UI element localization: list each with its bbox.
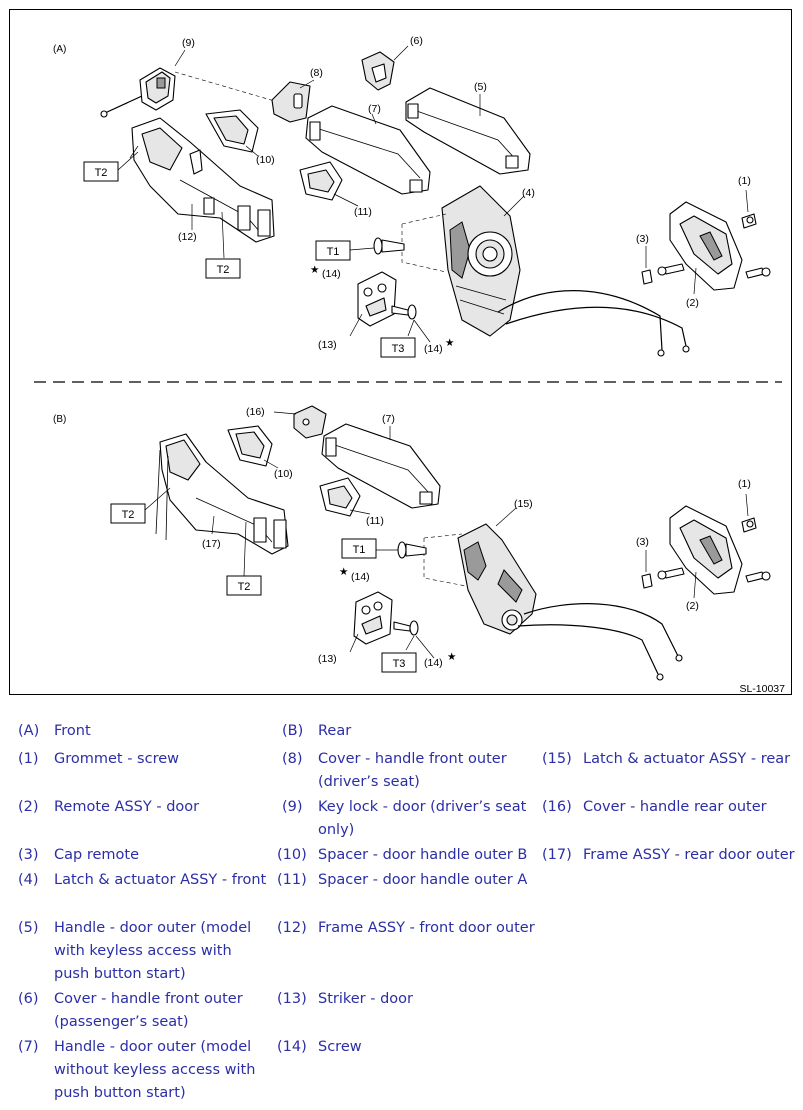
striker-door-b-part	[353, 591, 393, 645]
callout-7-a: (7)	[368, 103, 381, 115]
callout-12: (12)	[178, 231, 197, 243]
torque-label-t1-a: T1	[327, 246, 340, 258]
callout-7-b: (7)	[382, 413, 395, 425]
callout-16: (16)	[246, 406, 265, 418]
callout-15: (15)	[514, 498, 533, 510]
cap-remote-a-part	[641, 269, 653, 285]
star-mark-a2: ★	[445, 337, 455, 349]
callout-6: (6)	[410, 35, 423, 47]
cap-remote-b-part	[641, 573, 653, 589]
handle-door-outer-no-keyless-a-part	[305, 105, 431, 195]
remote-assy-door-b-part	[669, 505, 743, 595]
handle-door-outer-keyless-part	[405, 87, 531, 175]
callout-14-a1: (14)	[322, 268, 341, 280]
cover-handle-front-passenger-part	[361, 51, 395, 91]
torque-badge-t2-b1	[110, 503, 146, 524]
grommet-screw-a-part	[741, 213, 757, 229]
callout-3-b: (3)	[636, 536, 649, 548]
torque-label-t2-a2: T2	[217, 264, 230, 276]
torque-badge-t2-a2	[205, 258, 241, 279]
torque-badge-t3-a	[380, 337, 416, 358]
cover-handle-front-driver-part	[271, 81, 311, 123]
callout-13-b: (13)	[318, 653, 337, 665]
section-b-tag: (B)	[53, 414, 66, 425]
screw-remote-b-part	[657, 567, 771, 583]
torque-label-t3-b: T3	[393, 658, 406, 670]
screw-t3-a-part	[391, 304, 417, 320]
key-lock-part	[100, 67, 176, 118]
callout-8: (8)	[310, 67, 323, 79]
figure-code: SL-10037	[739, 683, 785, 694]
torque-label-t2-a1: T2	[95, 167, 108, 179]
torque-label-t1-b: T1	[353, 544, 366, 556]
screw-t3-b-part	[393, 620, 419, 636]
torque-label-t2-b1: T2	[122, 509, 135, 521]
screw-t1-b-part	[397, 541, 427, 559]
remote-assy-door-a-part	[669, 201, 743, 291]
torque-badge-t1-a	[315, 240, 351, 261]
callout-3-a: (3)	[636, 233, 649, 245]
callout-17: (17)	[202, 538, 221, 550]
spacer-door-handle-a-rear-part	[319, 477, 361, 517]
callout-1-b: (1)	[738, 478, 751, 490]
torque-badge-t2-a1	[83, 161, 119, 182]
exploded-parts-diagram: (A) (9) (8) (6) (10) (7)	[9, 9, 792, 695]
screw-t1-a-part	[373, 237, 405, 255]
callout-11-b: (11)	[366, 515, 384, 527]
star-mark-b2: ★	[447, 651, 457, 663]
screw-remote-a-part	[657, 263, 771, 279]
callout-1-a: (1)	[738, 175, 751, 187]
spacer-door-handle-b-rear-part	[227, 425, 273, 467]
grommet-screw-b-part	[741, 517, 757, 533]
callout-10: (10)	[256, 154, 275, 166]
section-a-tag: (A)	[53, 44, 66, 55]
torque-badge-t2-b2	[226, 575, 262, 596]
spacer-door-handle-a-part	[299, 161, 343, 201]
spacer-door-handle-b-part	[205, 109, 259, 153]
diagram-canvas: (A) (9) (8) (6) (10) (7)	[34, 35, 785, 694]
callout-9: (9)	[182, 37, 195, 49]
callout-14-b2: (14)	[424, 657, 443, 669]
callout-2-b: (2)	[686, 600, 699, 612]
frame-assy-front-door-outer-part	[131, 117, 275, 243]
cover-handle-rear-outer-part	[293, 405, 327, 439]
latch-actuator-rear-part	[457, 523, 537, 635]
callout-11-a: (11)	[354, 206, 372, 218]
callout-2-a: (2)	[686, 297, 699, 309]
handle-door-outer-no-keyless-b-part	[321, 423, 441, 509]
striker-door-a-part	[357, 271, 397, 327]
star-mark-b1: ★	[339, 566, 349, 578]
callout-4: (4)	[522, 187, 535, 199]
frame-assy-rear-door-outer-part	[155, 433, 289, 555]
callout-5: (5)	[474, 81, 487, 93]
torque-label-t3-a: T3	[392, 343, 405, 355]
torque-label-t2-b2: T2	[238, 581, 251, 593]
callout-14-a2: (14)	[424, 343, 443, 355]
callout-14-b1: (14)	[351, 571, 370, 583]
star-mark-a1: ★	[310, 264, 320, 276]
latch-actuator-front-part	[441, 185, 521, 337]
callout-10-b: (10)	[274, 468, 293, 480]
torque-badge-t1-b	[341, 538, 377, 559]
torque-badge-t3-b	[381, 652, 417, 673]
callout-13-a: (13)	[318, 339, 337, 351]
